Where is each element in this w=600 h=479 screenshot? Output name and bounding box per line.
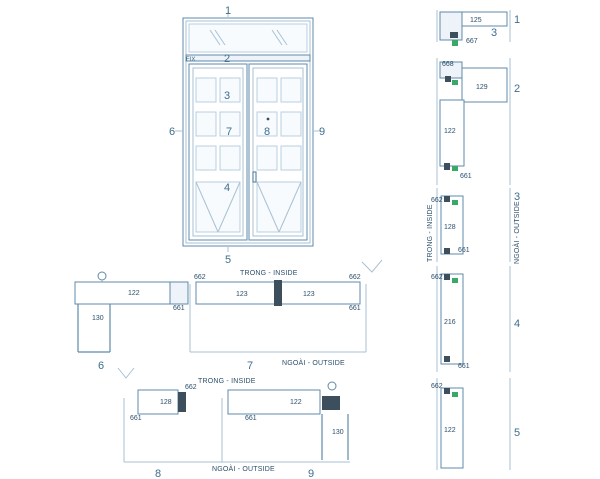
trong-inside-vertical: TRONG - INSIDE: [427, 204, 434, 262]
section-marker-dot: [266, 117, 270, 121]
ngoai-outside-vertical: NGOÀI - OUTSIDE: [512, 201, 521, 264]
profile-123-right: [279, 281, 361, 305]
dim-661-s3: 661: [458, 247, 470, 254]
dim-122-s5: 122: [444, 427, 456, 434]
lower-panels: [195, 181, 302, 233]
right-leaf-inner: [252, 67, 304, 237]
label-2: 2: [224, 53, 230, 65]
dim-123-right: 123: [303, 291, 315, 298]
door-inner-frame-line: [185, 20, 311, 244]
dim-125: 125: [470, 17, 482, 24]
glass-mark: [276, 29, 288, 46]
label-7: 7: [226, 126, 232, 138]
left-leaf-inner: [192, 67, 244, 237]
right-glass-grid: [256, 77, 302, 171]
vsection-label-4: 4: [514, 318, 520, 330]
dim-662-h89: 662: [185, 384, 197, 391]
dim-667: 667: [466, 38, 478, 45]
door-handle: [252, 171, 257, 183]
section-label-6: 6: [98, 360, 104, 372]
section-label-8: 8: [155, 468, 161, 479]
dim-662-h2: 662: [349, 274, 361, 281]
vsection-label-1: 1: [514, 14, 520, 26]
label-1: 1: [225, 5, 231, 17]
vsection-4: 662 216 661 4: [431, 266, 520, 372]
transom-glass: [188, 23, 308, 53]
dim-128-h: 128: [160, 399, 172, 406]
dim-122: 122: [444, 128, 456, 135]
label-9: 9: [319, 126, 325, 138]
vsection-label-2: 2: [514, 83, 520, 95]
dim-661-s4: 661: [458, 363, 470, 370]
dim-662-h: 662: [194, 274, 206, 281]
fixing-anchor-right: [322, 396, 340, 410]
vsection-1: 125 667 3 1: [436, 10, 520, 46]
fix-label: FIX: [186, 57, 195, 63]
dim-661-h89: 661: [130, 415, 142, 422]
glass-mark: [209, 29, 221, 46]
door-elevation: 1 FIX 2 3 6 7 8 9 4 5: [169, 5, 325, 266]
dim-661a: 661: [460, 173, 472, 180]
dim-122-h: 122: [128, 290, 140, 297]
dim-128: 128: [444, 224, 456, 231]
dim-662-s5: 662: [431, 383, 443, 390]
dim-129: 129: [476, 84, 488, 91]
dim-661-h2: 661: [349, 305, 361, 312]
glass-mark: [271, 29, 283, 46]
fixing-ring: [97, 271, 107, 281]
transom-bar: [185, 54, 311, 62]
vertical-sections: 125 667 3 1 668 129 122 661 2: [427, 10, 521, 470]
dim-668: 668: [442, 61, 454, 68]
section-label-9: 9: [308, 468, 314, 479]
caption-ngoai-outside-67: NGOÀI - OUTSIDE: [282, 358, 345, 367]
caption-trong-inside-89: TRONG - INSIDE: [198, 378, 256, 385]
label-3: 3: [224, 90, 230, 102]
vsection-label-3-ref: 3: [491, 27, 497, 39]
meeting-stile: [274, 280, 282, 306]
vsection-3: 662 128 661 TRONG - INSIDE NGOÀI - OUTSI…: [427, 188, 521, 264]
dim-130-h: 130: [92, 315, 104, 322]
hsection-8-9: TRONG - INSIDE 128 662 661 122 661 130 8…: [117, 367, 350, 479]
caption-ngoai-outside-89: NGOÀI - OUTSIDE: [212, 464, 275, 473]
wall-break-mark-left: [117, 367, 135, 379]
label-4: 4: [224, 182, 230, 194]
dim-662-s3: 662: [431, 197, 443, 204]
label-5: 5: [225, 254, 231, 266]
dim-122-h89: 122: [290, 399, 302, 406]
caption-trong-inside-67: TRONG - INSIDE: [240, 270, 298, 277]
profile-122-h89: [227, 389, 321, 415]
profile-128: [137, 389, 179, 415]
hsection-6-7: TRONG - INSIDE 122 130 661 662 123 123 6…: [74, 259, 383, 372]
vsection-label-5: 5: [514, 427, 520, 439]
vsection-2: 668 129 122 661 2: [436, 58, 520, 185]
wall-break-mark: [361, 259, 383, 273]
dim-123-left: 123: [236, 291, 248, 298]
dim-661-h89b: 661: [245, 415, 257, 422]
dim-130-h89: 130: [332, 429, 344, 436]
label-6: 6: [169, 126, 175, 138]
dim-662-s4: 662: [431, 274, 443, 281]
glass-mark: [214, 29, 226, 46]
dim-216: 216: [444, 319, 456, 326]
label-8: 8: [264, 126, 270, 138]
vsection-5: 662 122 5: [431, 378, 520, 470]
section-label-7: 7: [247, 360, 253, 372]
vsection-label-3: 3: [514, 191, 520, 203]
left-glass-grid: [195, 77, 241, 171]
dim-661-h: 661: [173, 305, 185, 312]
